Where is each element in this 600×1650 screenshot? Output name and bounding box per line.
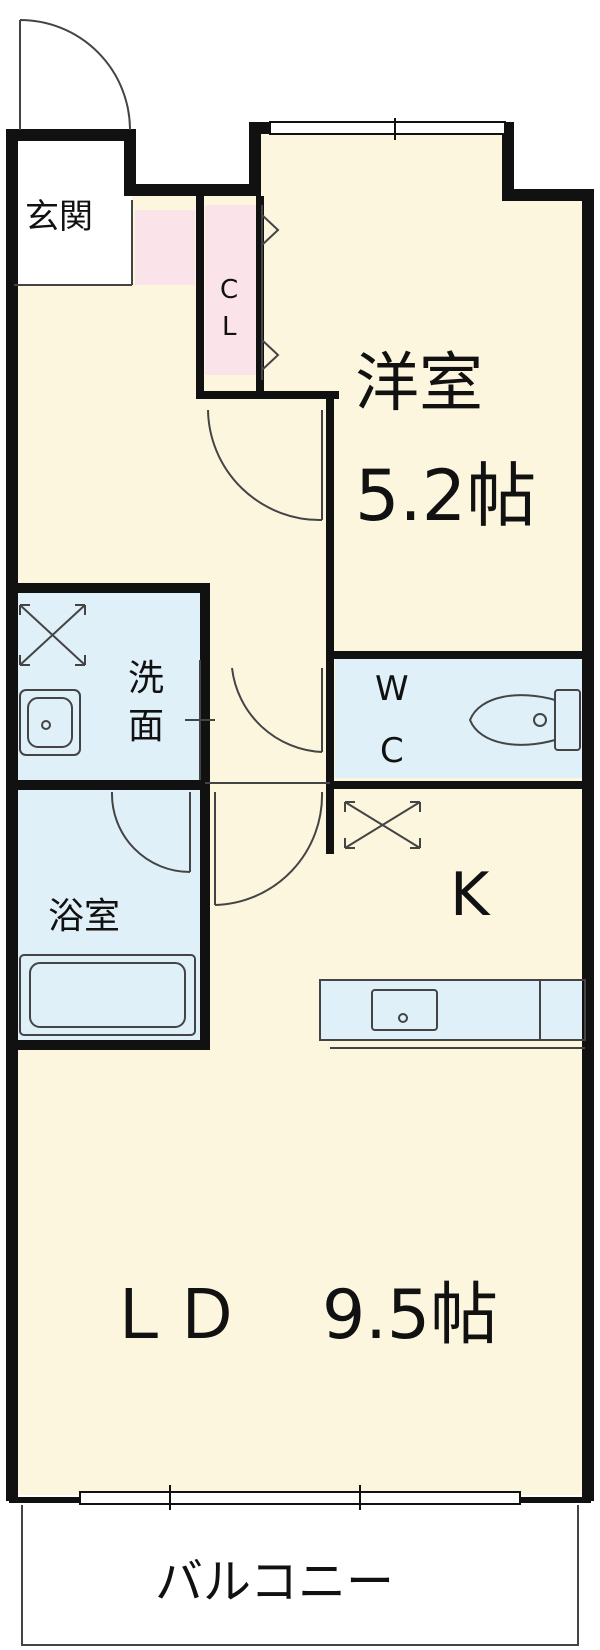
western-room-label: 洋室 <box>355 347 483 421</box>
living-dining-area: 9.5帖 <box>322 1276 498 1355</box>
entry-door-icon <box>19 19 131 131</box>
main-floor-area <box>12 128 588 1495</box>
kitchen-sink-icon <box>319 979 586 1049</box>
door-swing-icon <box>214 791 324 906</box>
entry-step-area <box>135 210 195 285</box>
door-swing-icon <box>110 791 191 873</box>
ventilation-icon <box>19 604 86 666</box>
closet-label-top: C <box>220 275 238 305</box>
doors <box>19 19 324 906</box>
bathroom-area <box>12 790 202 1040</box>
window-icon <box>79 1491 521 1505</box>
toilet-label-bottom: C <box>380 731 404 771</box>
kitchen-counter <box>320 980 585 1040</box>
entrance-area <box>14 137 132 285</box>
western-room-area: 5.2帖 <box>355 455 536 537</box>
entrance-divider <box>14 200 133 286</box>
washroom-label-bottom: 面 <box>128 706 164 747</box>
kitchen-label: K <box>450 860 491 930</box>
bathtub-icon <box>19 954 196 1036</box>
fixtures <box>19 604 586 1049</box>
entrance-label: 玄関 <box>25 197 93 237</box>
bathroom-label: 浴室 <box>48 896 120 937</box>
washbasin-icon <box>19 689 81 756</box>
divider-lines <box>14 200 579 1646</box>
door-swing-icon <box>261 214 280 371</box>
door-swing-icon <box>207 409 323 522</box>
balcony-outline <box>21 1505 579 1646</box>
western-room-wall <box>326 391 594 854</box>
closet-wall <box>196 196 339 399</box>
balcony-label: バルコニー <box>155 1554 394 1610</box>
toilet-label-top: W <box>375 669 409 709</box>
room-labels: 玄関 C L 洋室 5.2帖 洗 面 W C 浴室 K ＬＤ 9.5帖 バルコニ… <box>25 197 536 1610</box>
toilet-area <box>335 658 585 778</box>
ventilation-icon <box>344 801 421 849</box>
room-fills <box>12 128 588 1495</box>
closet-area <box>205 205 257 375</box>
window-icon <box>269 121 506 135</box>
window-icon <box>79 118 521 1510</box>
washroom-label-top: 洗 <box>128 658 164 699</box>
wet-area-wall <box>7 583 210 1050</box>
closet-label-bottom: L <box>222 312 237 342</box>
walls <box>6 122 594 1503</box>
washroom-area <box>12 590 202 780</box>
living-dining-label: ＬＤ <box>105 1276 241 1355</box>
door-swing-icon <box>231 667 323 753</box>
toilet-icon <box>468 689 581 751</box>
